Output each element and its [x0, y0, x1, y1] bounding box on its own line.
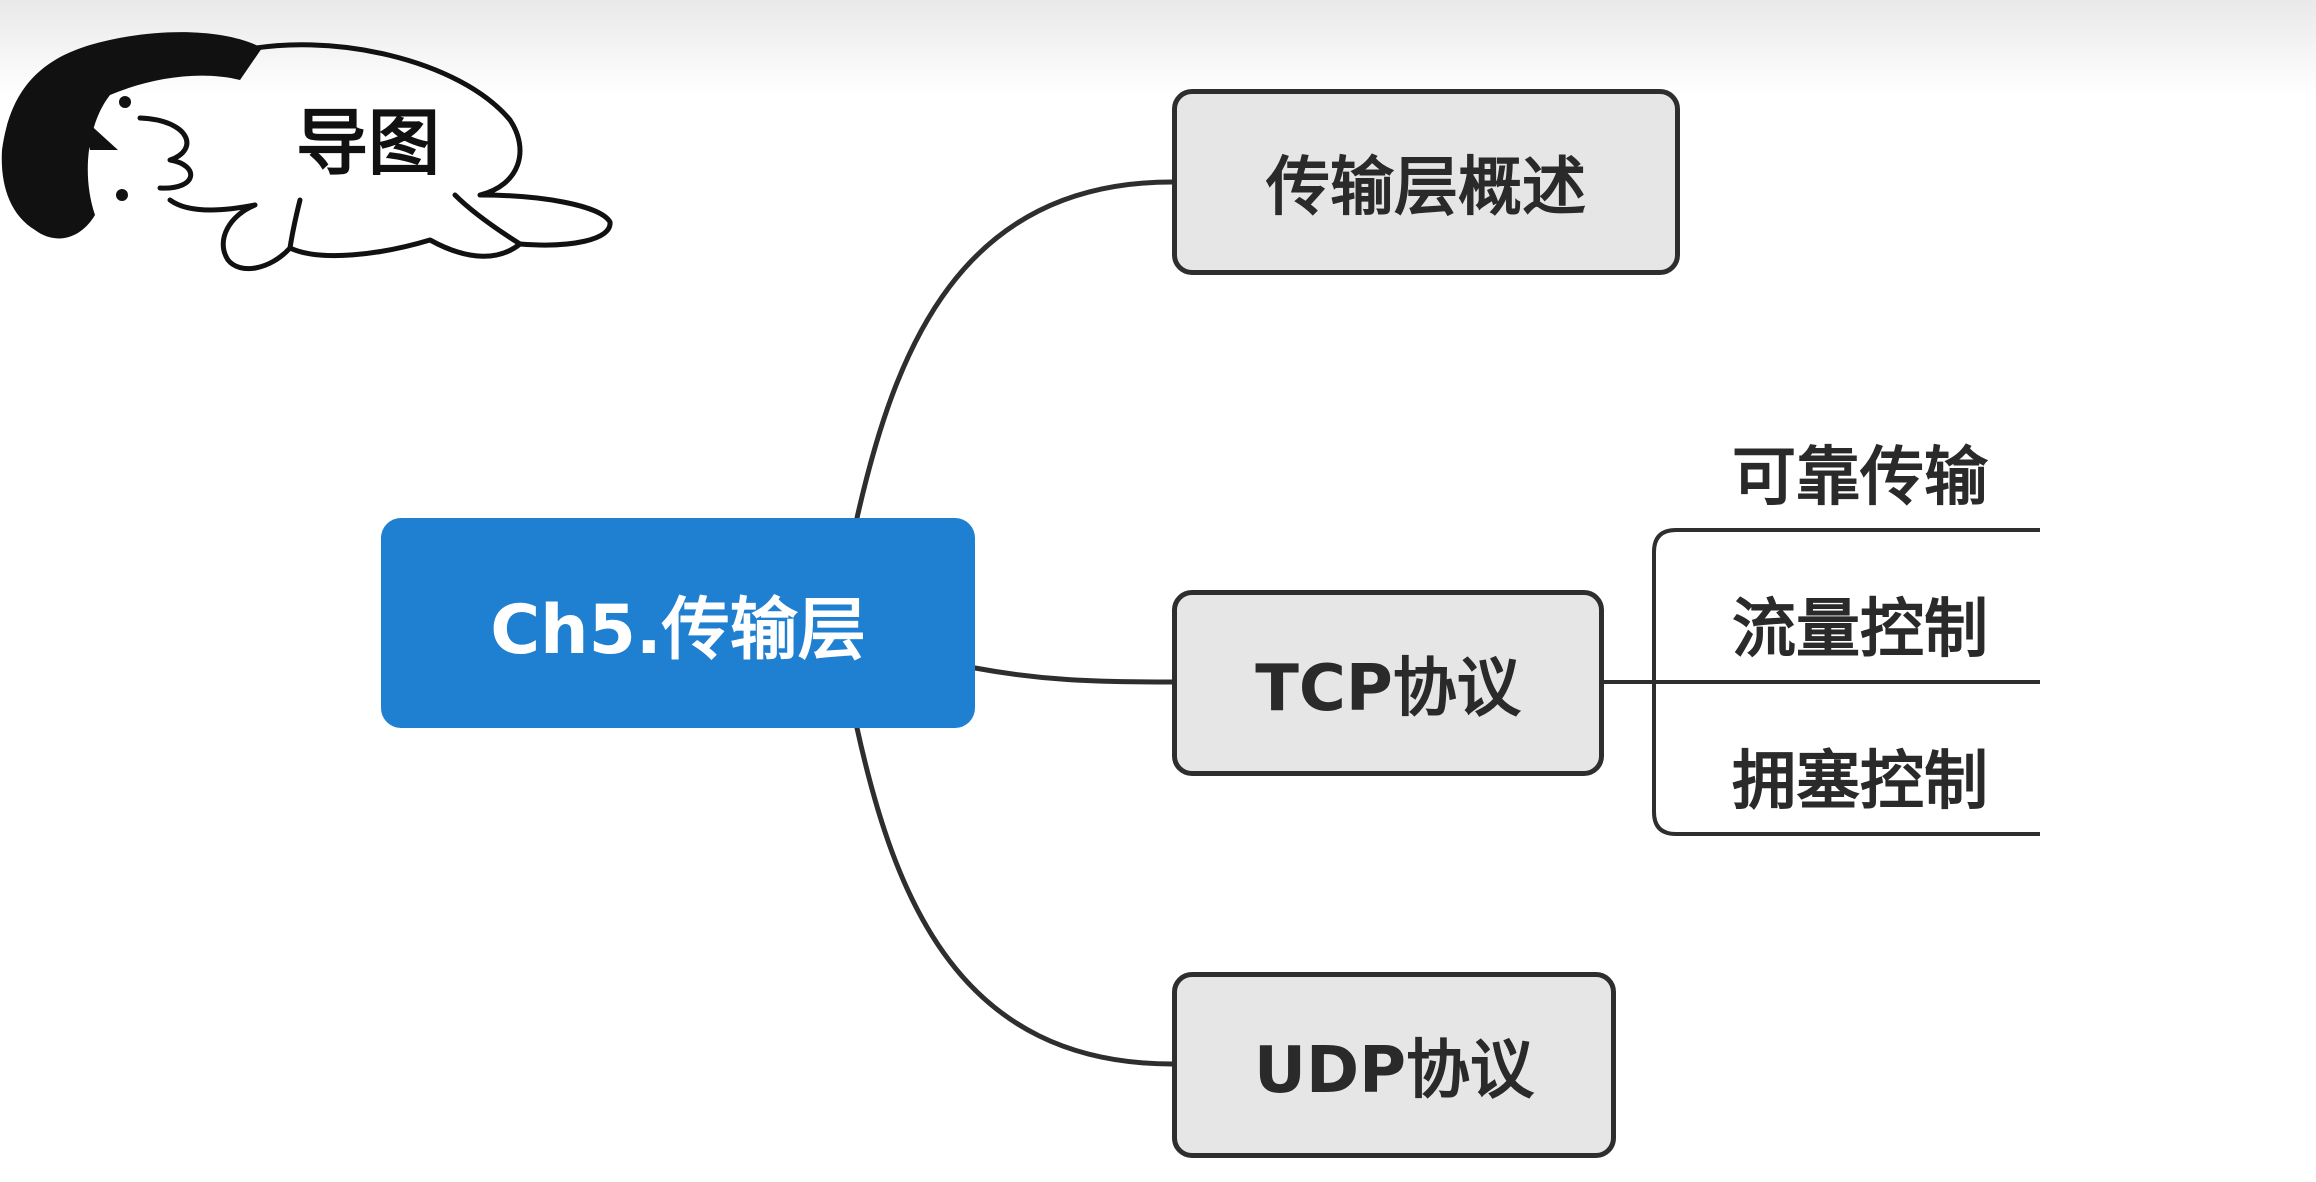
- root-node[interactable]: Ch5.传输层: [381, 518, 975, 728]
- mascot-drawing: [116, 42, 613, 271]
- branch-node-overview[interactable]: 传输层概述: [1172, 89, 1680, 275]
- leaf-reliable-transfer[interactable]: 可靠传输: [1732, 441, 1988, 515]
- connector-root-branch-udp: [854, 725, 1175, 1067]
- connector-root-branch-overview: [854, 179, 1175, 521]
- branch-node-tcp[interactable]: TCP协议: [1172, 590, 1604, 776]
- connector-root-branch-tcp: [972, 665, 1175, 685]
- leaf-flow-control[interactable]: 流量控制: [1732, 593, 1988, 667]
- top-band: [0, 0, 2316, 96]
- branch-node-overview-label: 传输层概述: [1266, 151, 1586, 225]
- mascot-hair: [1, 32, 262, 239]
- branch-node-udp[interactable]: UDP协议: [1172, 972, 1616, 1158]
- mascot-label: 导图: [296, 101, 441, 185]
- branch-node-tcp-label: TCP协议: [1255, 652, 1521, 726]
- leaf-congestion-control[interactable]: 拥塞控制: [1732, 745, 1988, 819]
- mascot-hair-strand: [85, 120, 118, 150]
- root-node-label: Ch5.传输层: [490, 590, 866, 670]
- branch-node-udp-label: UDP协议: [1254, 1034, 1534, 1108]
